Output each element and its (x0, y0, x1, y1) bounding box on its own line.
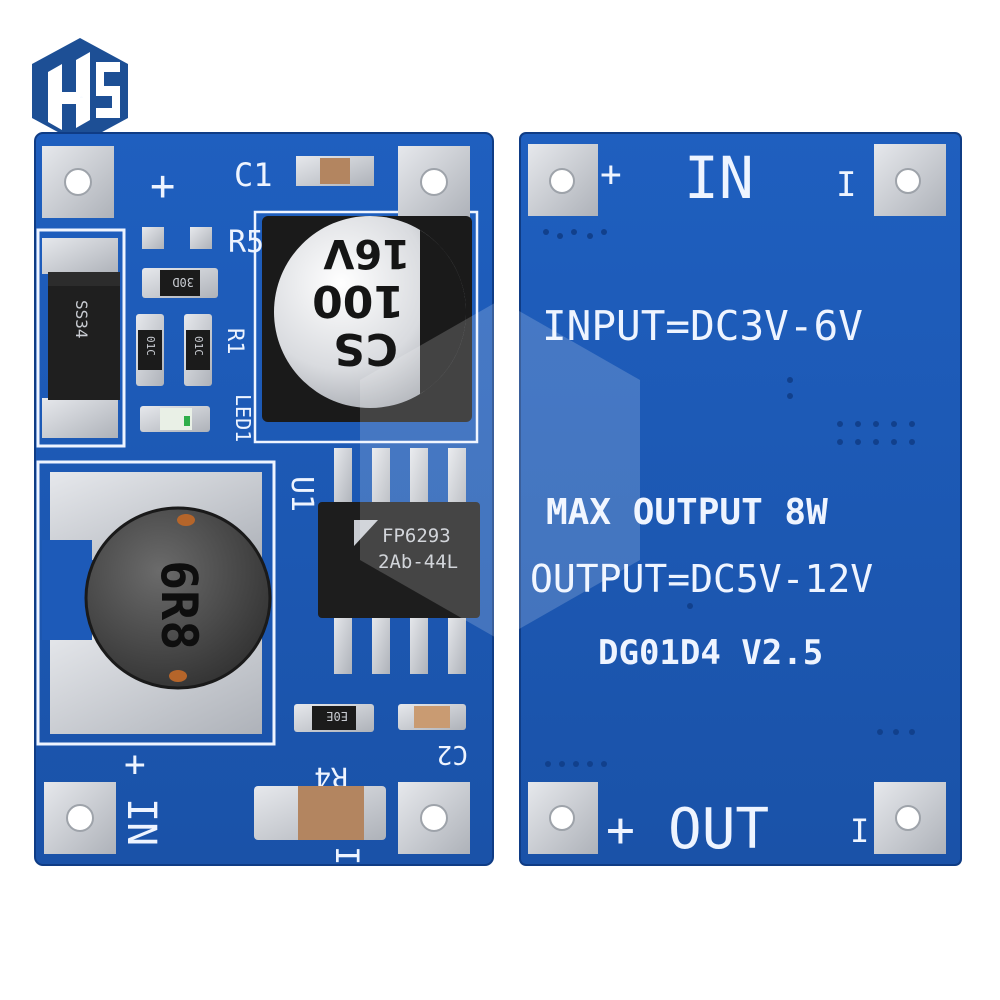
inductor-marking: 6R8 (150, 560, 208, 650)
left-in-label: IN (118, 798, 164, 846)
ic-line1: FP6293 (382, 525, 451, 547)
right-board: + IN I INPUT=DC3V-6V MAX OUTPUT 8W OUTPU… (519, 132, 962, 866)
led1-label: LED1 (231, 394, 255, 442)
left-mounting-pads (42, 146, 470, 854)
left-board: + C1 R5 R1 LED1 U1 R4 C2 IN + I 30D (34, 132, 494, 866)
ss34-diode: SS34 (42, 238, 120, 438)
out-label: OUT (668, 797, 769, 862)
ic-fp6293: FP6293 2Ab-44L (318, 448, 480, 674)
r1-label: R1 (222, 328, 247, 355)
r4-resistor: E0E (294, 704, 374, 732)
inductor-6r8: 6R8 (42, 472, 272, 734)
c1-capacitor (296, 156, 374, 186)
logo-text: HS (80, 97, 84, 99)
left-plus-bottom-label: + (124, 744, 146, 785)
ic-line2: 2Ab-44L (378, 551, 458, 573)
via-dots (543, 229, 915, 767)
r1-resistor-a: 01C (136, 314, 164, 386)
out-plus-label: + (606, 802, 635, 858)
r5-label: R5 (228, 225, 264, 260)
in-label: IN (684, 144, 754, 212)
r5-resistor-pads (142, 227, 212, 249)
brand-logo: HS (32, 38, 128, 144)
c2-label: C2 (437, 739, 468, 769)
r1-resistor-b: 01C (184, 314, 212, 386)
capacitor-line1: 16V (323, 230, 410, 276)
svg-text:30D: 30D (172, 275, 194, 289)
model-label: DG01D4 V2.5 (598, 633, 823, 673)
right-mounting-pads (528, 144, 946, 854)
left-minus-bottom-label: I (328, 846, 366, 865)
capacitor-outline (253, 210, 479, 444)
electrolytic-capacitor: 16V 100 CS (262, 216, 472, 422)
inductor-outline (36, 460, 276, 746)
in-plus-label: + (600, 154, 622, 195)
ic-logo-icon (354, 520, 378, 546)
bottom-capacitor (254, 786, 386, 840)
diode-marking: SS34 (72, 300, 91, 339)
input-spec: INPUT=DC3V-6V (542, 302, 863, 350)
left-plus-top-label: + (150, 161, 175, 210)
r5-resistor: 30D (142, 268, 218, 298)
svg-text:01C: 01C (144, 336, 157, 356)
c2-capacitor (398, 704, 466, 730)
right-pcb (520, 133, 961, 865)
diode-outline (36, 228, 126, 448)
capacitor-line3: CS (333, 323, 398, 374)
led1 (140, 406, 210, 432)
c1-label: C1 (234, 156, 273, 194)
logo-letter-s (96, 62, 120, 118)
logo-letter-h (48, 52, 90, 130)
max-output: MAX OUTPUT 8W (546, 492, 828, 533)
svg-text:E0E: E0E (326, 709, 348, 723)
output-spec: OUTPUT=DC5V-12V (530, 557, 873, 601)
u1-label: U1 (284, 476, 319, 512)
in-minus-label: I (836, 165, 856, 205)
watermark (360, 300, 640, 640)
svg-text:01C: 01C (192, 336, 205, 356)
out-minus-label: I (850, 812, 869, 850)
capacitor-line2: 100 (312, 275, 404, 326)
